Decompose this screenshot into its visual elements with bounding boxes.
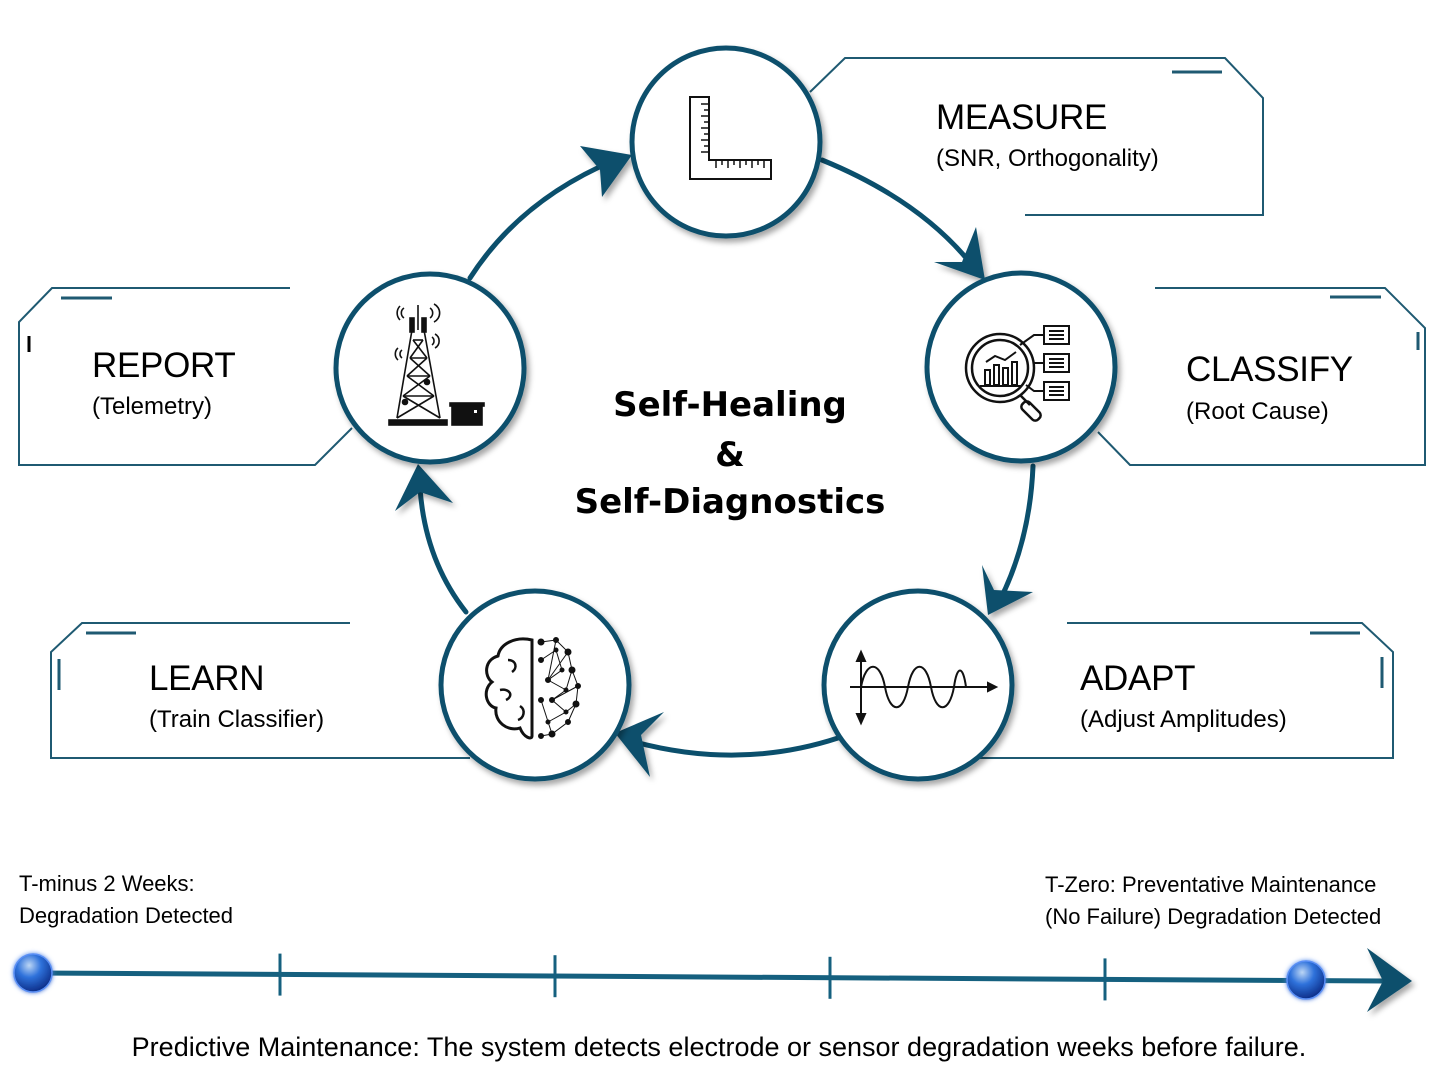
timeline-arrowhead: [1367, 948, 1412, 1012]
arrowhead-classify: [934, 227, 985, 280]
timeline-start-marker[interactable]: [13, 953, 53, 993]
timeline-end-marker[interactable]: [1286, 960, 1326, 1000]
classify-node[interactable]: [924, 270, 1118, 464]
arrowhead-learn: [615, 712, 664, 777]
measure-frame: [809, 57, 1264, 216]
classify-subtitle: (Root Cause): [1186, 398, 1329, 425]
adapt-node[interactable]: [821, 588, 1015, 782]
report-frame: [18, 287, 353, 466]
classify-title: CLASSIFY: [1186, 350, 1353, 389]
timeline-axis: [34, 970, 1386, 984]
arrow-classify-to-adapt: [997, 463, 1036, 603]
timeline-end-label-line1: T-Zero: Preventative Maintenance: [1045, 872, 1377, 897]
measure-title: MEASURE: [936, 98, 1107, 137]
adapt-title: ADAPT: [1080, 659, 1196, 698]
timeline: [13, 948, 1412, 1012]
adapt-subtitle: (Adjust Amplitudes): [1080, 706, 1287, 733]
measure-subtitle: (SNR, Orthogonality): [936, 145, 1159, 172]
cell-tower-icon: [388, 303, 485, 426]
timeline-start-label-line2: Degradation Detected: [19, 903, 234, 928]
arrow-report-to-measure: [467, 157, 618, 281]
arrow-measure-to-classify: [819, 157, 975, 268]
measure-node[interactable]: [629, 45, 823, 239]
report-subtitle: (Telemetry): [92, 393, 213, 420]
learn-subtitle: (Train Classifier): [149, 706, 325, 733]
report-node[interactable]: [333, 271, 527, 465]
center-title-line1: Self-Healing: [613, 385, 847, 425]
brain-network-icon: [484, 637, 581, 740]
classify-frame: [1097, 287, 1426, 466]
arrow-adapt-to-learn: [632, 735, 841, 758]
center-title-line2: &: [715, 435, 745, 475]
arrowhead-adapt: [982, 565, 1033, 615]
center-title-line3: Self-Diagnostics: [574, 482, 886, 522]
timeline-start-label: T-minus 2 Weeks: Degradation Detected: [19, 868, 233, 932]
sine-wave-icon: [850, 649, 999, 726]
learn-node[interactable]: [438, 588, 632, 782]
arrowhead-measure: [580, 146, 632, 197]
report-title: REPORT: [92, 346, 236, 385]
timeline-start-label-line1: T-minus 2 Weeks:: [19, 871, 195, 896]
adapt-frame: [980, 622, 1394, 759]
arrow-learn-to-report: [417, 485, 469, 615]
learn-title: LEARN: [149, 659, 265, 698]
learn-frame: [50, 622, 470, 759]
timeline-end-label-line2: (No Failure) Degradation Detected: [1045, 904, 1382, 929]
arrowhead-report: [395, 464, 453, 511]
caption: Predictive Maintenance: The system detec…: [131, 1032, 1307, 1062]
magnifier-chart-icon: [964, 325, 1070, 422]
ruler-square-icon: [689, 96, 772, 180]
timeline-end-label: T-Zero: Preventative Maintenance (No Fai…: [1045, 869, 1381, 933]
